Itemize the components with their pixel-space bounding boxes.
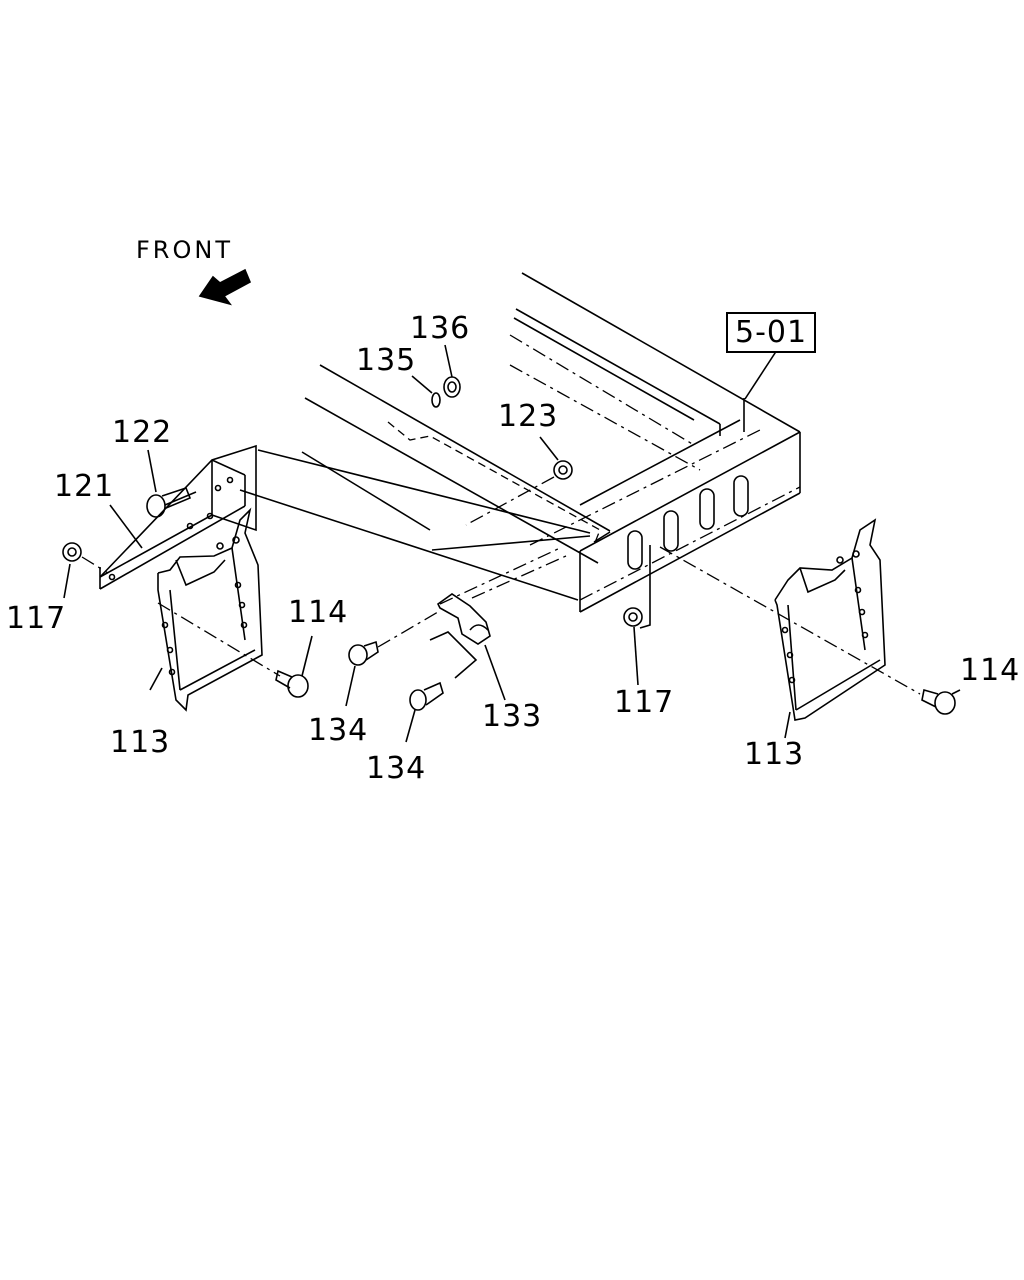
bolt-114-right-icon xyxy=(934,691,956,715)
tow-hook-133-icon xyxy=(436,593,491,645)
callout-117-left: 117 xyxy=(6,601,67,636)
washer-135-icon xyxy=(431,392,441,408)
callout-123: 123 xyxy=(498,399,559,434)
bolt-114-left-icon xyxy=(287,674,309,698)
callout-121: 121 xyxy=(54,469,115,504)
nut-136-icon xyxy=(443,376,461,398)
bolt-134-lower-icon xyxy=(409,689,427,711)
front-arrow-icon xyxy=(198,268,252,306)
callout-114-right: 114 xyxy=(960,653,1021,688)
fasteners xyxy=(62,344,961,743)
callout-136: 136 xyxy=(410,311,471,346)
nut-117-mid-icon xyxy=(623,607,643,627)
callout-114-left: 114 xyxy=(288,595,349,630)
callout-133: 133 xyxy=(482,699,543,734)
callout-134-upper: 134 xyxy=(308,713,369,748)
right-step-assembly xyxy=(659,518,921,739)
nut-117-left-icon xyxy=(62,542,82,562)
callout-134-lower: 134 xyxy=(366,751,427,786)
callout-113-right: 113 xyxy=(744,737,805,772)
nut-123-icon xyxy=(553,460,573,480)
chassis-frame xyxy=(239,272,801,629)
left-step-assembly xyxy=(99,444,281,712)
callout-113-left: 113 xyxy=(110,725,171,760)
reference-box: 5-01 xyxy=(726,312,817,353)
front-label: FRONT xyxy=(136,236,233,264)
bolt-122-icon xyxy=(146,494,166,518)
bolt-134-upper-icon xyxy=(348,644,368,666)
callout-122: 122 xyxy=(112,415,173,450)
callout-135: 135 xyxy=(356,343,417,378)
callout-117-mid: 117 xyxy=(614,685,675,720)
